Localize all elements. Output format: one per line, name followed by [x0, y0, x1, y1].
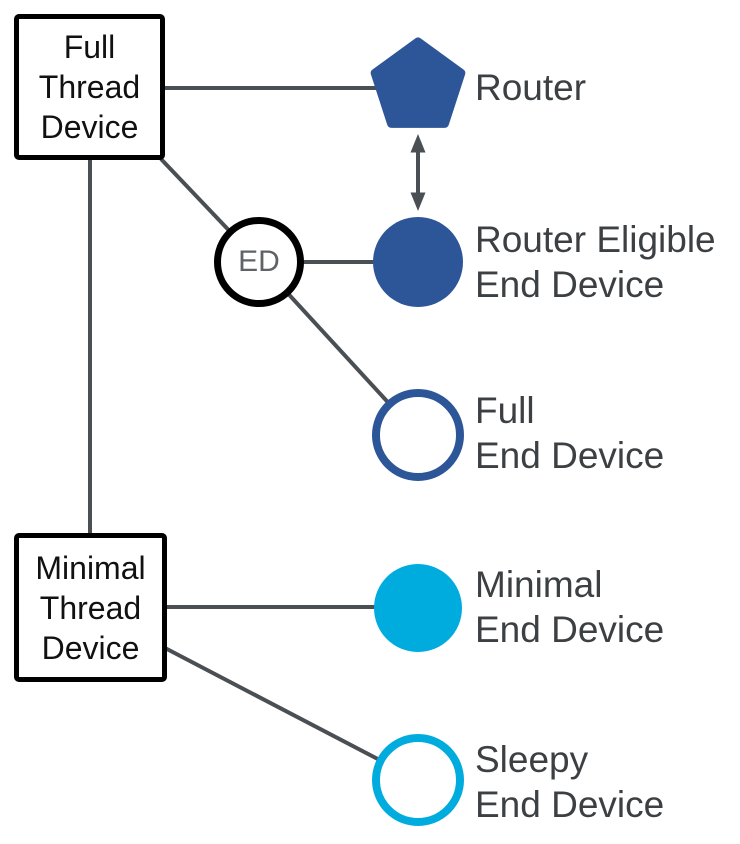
sleepy-end-device-icon	[372, 734, 464, 826]
minimal-end-device-icon	[374, 564, 462, 652]
full-thread-device-label: Full Thread Device	[38, 29, 141, 145]
router-eligible-end-device-icon	[373, 217, 463, 307]
full-end-device-label: Full End Device	[475, 390, 665, 476]
edge-minimal-thread-device-to-sleepy-end-device	[164, 646, 419, 782]
router-pentagon-icon	[370, 37, 466, 128]
double-arrow-router-reed-icon	[410, 134, 426, 211]
ed-badge-circle: ED	[214, 217, 304, 307]
router-label: Router	[475, 67, 587, 108]
minimal-thread-device-label: Minimal Thread Device	[35, 549, 146, 666]
ed-badge-label: ED	[238, 245, 280, 278]
node-minimal-thread-device: Minimal Thread Device	[14, 533, 167, 682]
full-end-device-icon	[372, 389, 464, 481]
router-eligible-end-device-label: Router Eligible End Device	[475, 219, 716, 305]
sleepy-end-device-label: Sleepy End Device	[475, 739, 665, 825]
node-full-thread-device: Full Thread Device	[14, 14, 165, 160]
minimal-end-device-label: Minimal End Device	[475, 564, 665, 650]
